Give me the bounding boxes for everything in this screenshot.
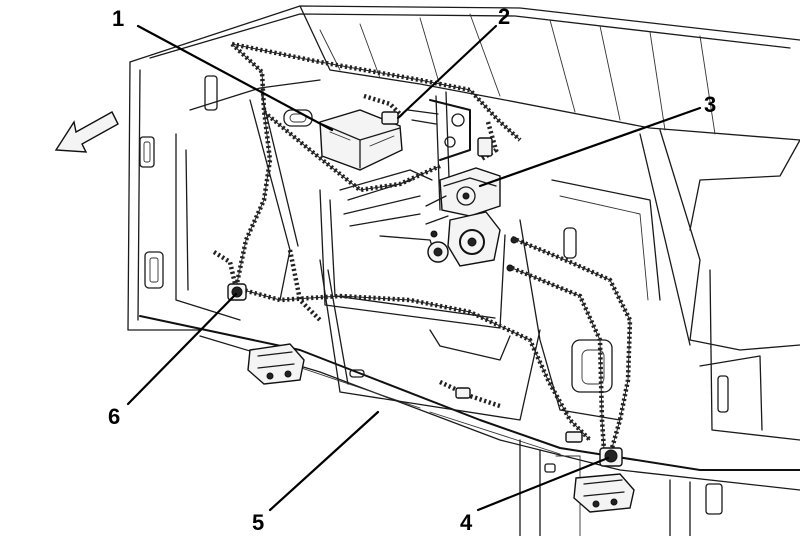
- connectors: [227, 111, 623, 467]
- leader-line-5: [268, 410, 380, 512]
- hinges: [247, 343, 635, 513]
- leader-line-6: [126, 292, 238, 406]
- callout-4: 4: [460, 510, 473, 535]
- outer-body-panels: [127, 5, 800, 536]
- callout-labels: 1 2 3 4 5 6: [108, 4, 716, 535]
- inner-door-panel: [175, 79, 661, 421]
- leader-line-3: [478, 106, 702, 188]
- callout-3: 3: [704, 92, 716, 117]
- latch-linkage: [339, 91, 471, 263]
- leader-lines: [126, 24, 702, 512]
- callout-6: 6: [108, 404, 120, 429]
- lock-actuator: [319, 109, 403, 171]
- callout-2: 2: [498, 4, 510, 29]
- leader-line-1: [136, 24, 334, 132]
- wire-harness: [212, 41, 633, 451]
- callout-1: 1: [112, 6, 124, 31]
- door-latch: [425, 167, 518, 272]
- leader-line-4: [476, 456, 610, 512]
- leader-line-2: [396, 24, 498, 120]
- forward-arrow-icon: [54, 111, 119, 153]
- callout-5: 5: [252, 510, 264, 535]
- panel-cutouts: [139, 75, 729, 515]
